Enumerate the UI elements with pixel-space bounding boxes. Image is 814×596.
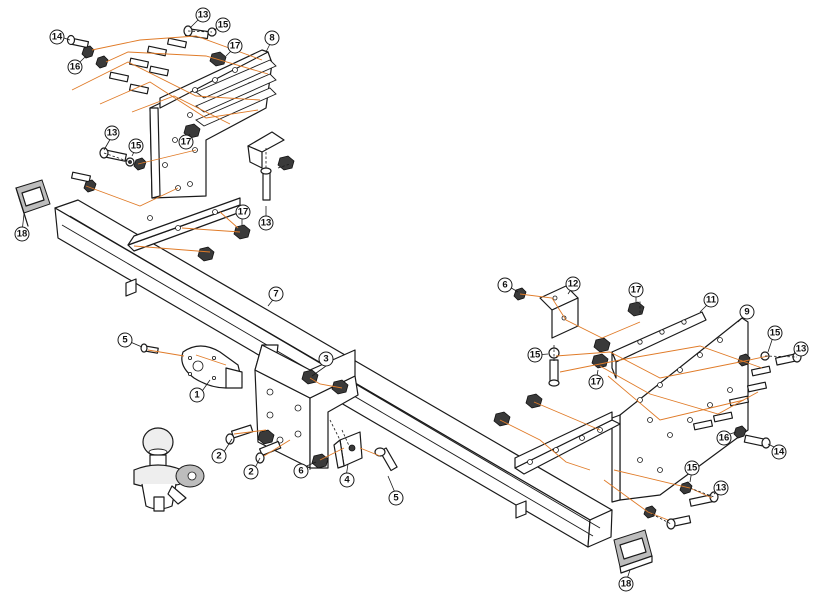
svg-text:17: 17 — [591, 377, 602, 388]
bolt-2b — [255, 440, 282, 464]
callout-15a: 15 — [215, 17, 231, 33]
svg-text:7: 7 — [273, 289, 278, 300]
svg-text:2: 2 — [248, 467, 253, 478]
callout-17d: 17 — [628, 282, 644, 298]
callouts: 1 2 2 3 4 5 5 6 6 7 8 9 11 12 13 13 13 1… — [14, 7, 809, 592]
bolt-13-right-low-b — [689, 491, 719, 507]
callout-13a: 13 — [195, 7, 211, 23]
callout-5b: 5 — [388, 490, 404, 506]
bolt-14-left-top — [66, 34, 90, 49]
bolt-13-top — [183, 25, 209, 40]
callout-11: 11 — [703, 292, 719, 308]
callout-3: 3 — [318, 351, 334, 367]
callout-13d: 13 — [793, 341, 809, 357]
callout-17c: 17 — [235, 204, 251, 220]
callout-17e: 17 — [588, 374, 604, 390]
callout-16a: 16 — [67, 59, 83, 75]
callout-14a: 14 — [49, 29, 65, 45]
callout-5a: 5 — [117, 332, 133, 348]
callout-6b: 6 — [497, 277, 513, 293]
callout-9: 9 — [739, 304, 755, 320]
svg-text:15: 15 — [770, 328, 781, 339]
svg-text:17: 17 — [238, 207, 249, 218]
callout-13b: 13 — [104, 125, 120, 141]
left-bolt-row — [70, 37, 188, 183]
svg-text:13: 13 — [716, 483, 727, 494]
right-side-bracket — [514, 285, 749, 503]
left-side-bracket — [127, 49, 285, 252]
callout-15d: 15 — [767, 325, 783, 341]
svg-text:16: 16 — [70, 62, 81, 73]
svg-text:16: 16 — [719, 433, 730, 444]
callout-1: 1 — [189, 387, 205, 403]
end-cap-left — [15, 179, 51, 227]
svg-text:18: 18 — [17, 229, 28, 240]
tow-ball-assembly — [133, 427, 205, 512]
svg-text:8: 8 — [269, 33, 274, 44]
callout-13e: 13 — [713, 480, 729, 496]
svg-text:15: 15 — [218, 20, 229, 31]
clamp-plate — [333, 431, 363, 469]
callout-17a: 17 — [227, 38, 243, 54]
socket-plate — [181, 345, 243, 389]
svg-text:5: 5 — [122, 335, 128, 346]
svg-text:4: 4 — [344, 475, 350, 486]
svg-text:14: 14 — [774, 447, 785, 458]
svg-text:12: 12 — [568, 279, 579, 290]
svg-text:11: 11 — [706, 295, 717, 306]
callout-15b: 15 — [128, 138, 144, 154]
svg-text:5: 5 — [393, 493, 399, 504]
bolt-13-vertical — [260, 167, 272, 201]
bolt-6-vertical — [548, 359, 560, 387]
callout-18b: 18 — [618, 576, 634, 592]
bolt-2a — [225, 424, 254, 445]
bolt-5a — [140, 343, 159, 354]
callout-17b: 17 — [178, 134, 194, 150]
callout-15e: 15 — [684, 460, 700, 476]
callout-4: 4 — [339, 472, 355, 488]
callout-16b: 16 — [716, 430, 732, 446]
callout-15c: 15 — [527, 347, 543, 363]
bolt-13-right-low — [666, 515, 692, 530]
alignment-dashes — [103, 30, 798, 525]
svg-text:1: 1 — [194, 390, 200, 401]
center-neck-bracket — [254, 344, 359, 470]
callout-13c: 13 — [258, 215, 274, 231]
svg-text:2: 2 — [216, 451, 221, 462]
svg-text:15: 15 — [687, 463, 698, 474]
bolt-5b — [374, 447, 398, 472]
svg-text:15: 15 — [131, 141, 142, 152]
svg-text:13: 13 — [198, 10, 209, 21]
svg-text:14: 14 — [52, 32, 63, 43]
svg-text:3: 3 — [323, 354, 328, 365]
svg-text:17: 17 — [181, 137, 192, 148]
end-cap-right — [613, 529, 653, 574]
svg-text:17: 17 — [631, 285, 642, 296]
callout-2b: 2 — [243, 464, 259, 480]
callout-14b: 14 — [771, 444, 787, 460]
callout-2a: 2 — [211, 448, 227, 464]
callout-18a: 18 — [14, 226, 30, 242]
callout-12: 12 — [565, 276, 581, 292]
svg-text:9: 9 — [744, 307, 749, 318]
svg-text:13: 13 — [107, 128, 118, 139]
right-bolt-row — [692, 365, 772, 431]
svg-text:13: 13 — [261, 218, 272, 229]
svg-text:13: 13 — [796, 344, 807, 355]
callout-6a: 6 — [293, 463, 309, 479]
svg-text:6: 6 — [298, 466, 303, 477]
svg-text:17: 17 — [230, 41, 241, 52]
svg-text:15: 15 — [530, 350, 541, 361]
svg-text:6: 6 — [502, 280, 507, 291]
bolt-14-right — [743, 434, 771, 449]
callout-7: 7 — [268, 286, 284, 302]
svg-text:18: 18 — [621, 579, 632, 590]
callout-8: 8 — [264, 30, 280, 46]
